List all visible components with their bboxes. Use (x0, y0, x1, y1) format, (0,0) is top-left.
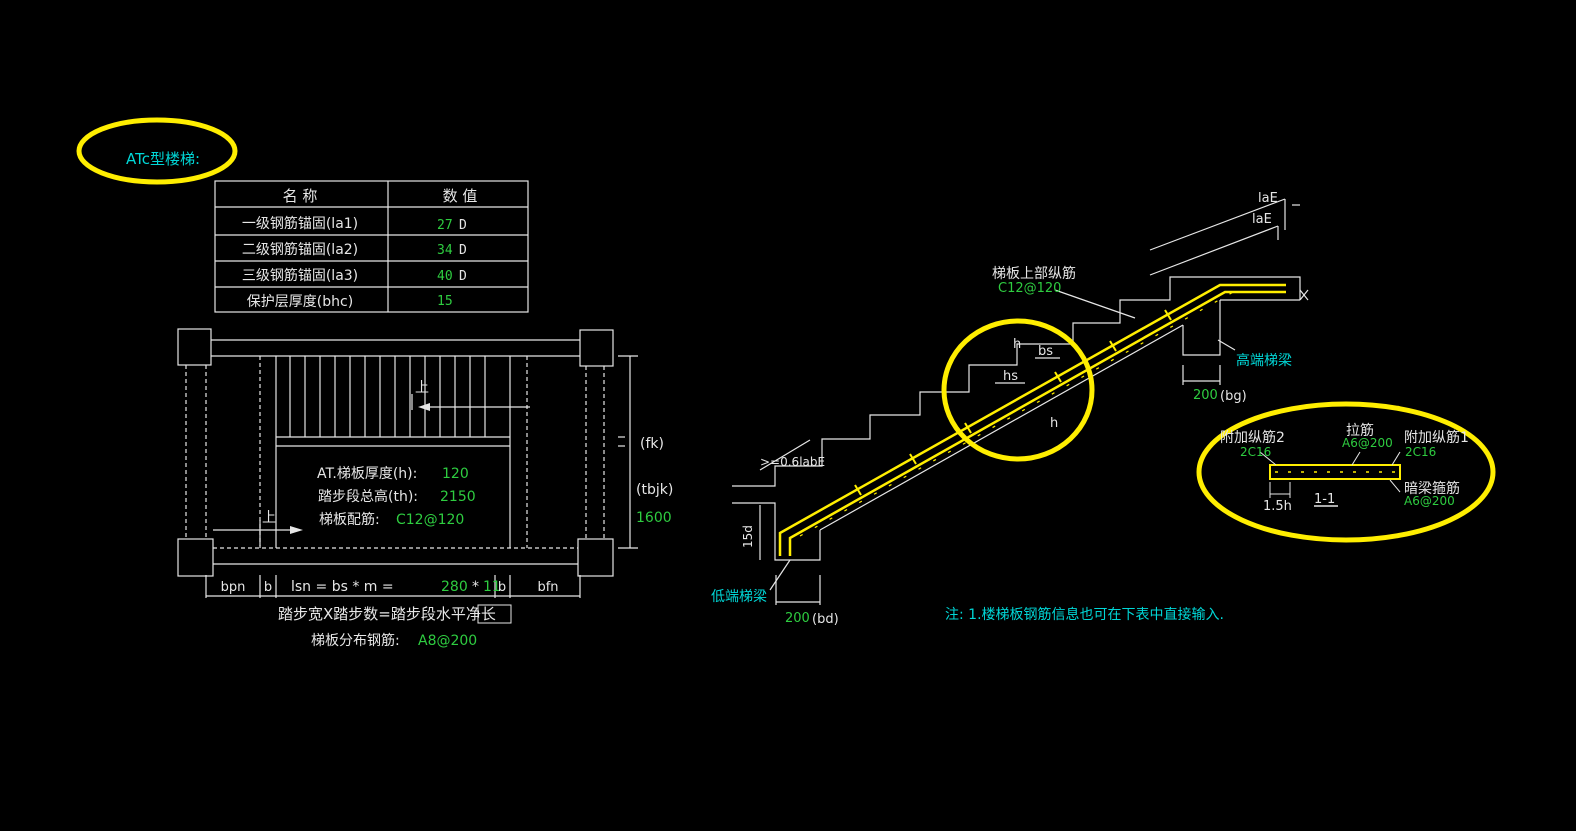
table-row-name: 一级钢筋锚固(la1) (242, 215, 358, 232)
hs-label: hs (1003, 369, 1018, 384)
distribution-label: 梯板分布钢筋: (311, 632, 400, 649)
arrow-right-icon (290, 526, 303, 534)
height-value[interactable]: 2150 (440, 489, 476, 505)
detail-highlight-ellipse (1196, 401, 1496, 543)
lae-label: laE (1252, 212, 1272, 227)
bs-value[interactable]: 280 (441, 579, 468, 595)
bfn-label: bfn (537, 580, 558, 595)
top-rebar-value[interactable]: C12@120 (998, 281, 1061, 296)
bpn-label: bpn (221, 580, 246, 595)
table-row-name: 三级钢筋锚固(la3) (242, 267, 358, 284)
table-row-name: 二级钢筋锚固(la2) (242, 241, 358, 258)
bg-value[interactable]: 200 (1193, 388, 1218, 403)
note-text: 注: 1.楼梯板钢筋信息也可在下表中直接输入. (945, 606, 1224, 623)
table-row-value[interactable]: 15 (437, 294, 453, 309)
rebar-value[interactable]: C12@120 (396, 512, 464, 528)
width-value[interactable]: 1600 (636, 510, 672, 526)
detail-section (1259, 451, 1401, 507)
m-value[interactable]: 11 (483, 579, 501, 595)
section-view (732, 198, 1309, 605)
lae-label: laE (1258, 191, 1278, 206)
formula-text: 踏步宽X踏步数=踏步段水平净长 (278, 605, 496, 623)
add-rebar2-value[interactable]: 2C16 (1240, 445, 1271, 459)
tie-label: 拉筋 (1346, 422, 1374, 439)
distribution-value[interactable]: A8@200 (418, 633, 477, 649)
bd-value[interactable]: 200 (785, 611, 810, 626)
low-beam-label: 低端梯梁 (711, 589, 767, 605)
thickness-label: AT.梯板厚度(h): (317, 466, 417, 482)
column (177, 328, 212, 366)
lsn-formula: lsn = bs * m = (291, 579, 394, 595)
table-header-value: 数 值 (443, 187, 478, 205)
table-row-unit: D (459, 218, 467, 233)
section-highlight-ellipse (941, 318, 1095, 462)
h-label: h (1050, 416, 1058, 431)
add-rebar2-label: 附加纵筋2 (1220, 429, 1285, 446)
add-rebar1-label: 附加纵筋1 (1404, 429, 1469, 446)
bd-label: (bd) (812, 612, 839, 627)
rebar-label: 梯板配筋: (319, 511, 380, 528)
arrow-left-icon (418, 403, 430, 411)
high-beam-label: 高端梯梁 (1236, 352, 1292, 369)
thickness-value[interactable]: 120 (442, 466, 469, 482)
plan-view (177, 328, 638, 598)
table-header-name: 名 称 (283, 187, 318, 205)
up-label: 上 (415, 380, 429, 396)
b-label: b (264, 580, 272, 595)
tie-value[interactable]: A6@200 (1342, 436, 1393, 450)
table-row-value[interactable]: 40 (437, 269, 453, 284)
fk-label: (fk) (640, 436, 664, 452)
section-mark: 1-1 (1314, 492, 1335, 507)
bg-label: (bg) (1220, 389, 1247, 404)
formula-cursor-box (477, 604, 512, 624)
table-row-value[interactable]: 27 (437, 218, 453, 233)
title-highlight-ellipse (76, 117, 238, 185)
column (177, 538, 214, 577)
b-label: b (498, 580, 506, 595)
height-label: 踏步段总高(th): (318, 488, 418, 505)
rebar-lines (778, 283, 1286, 556)
stair-type-title: ATc型楼梯: (126, 150, 200, 168)
table-row-unit: D (459, 243, 467, 258)
d15-label: 15d (741, 525, 755, 548)
stirrup-label: 暗梁箍筋 (1404, 480, 1460, 497)
times-sign: * (472, 579, 479, 595)
up-label: 上 (262, 510, 276, 526)
table-row-unit: D (459, 269, 467, 284)
dim-label: 1.5h (1263, 499, 1292, 514)
table-row-name: 保护层厚度(bhc) (247, 294, 353, 310)
parameters-table (214, 180, 529, 313)
table-row-value[interactable]: 34 (437, 243, 453, 258)
add-rebar1-value[interactable]: 2C16 (1405, 445, 1436, 459)
h-label: h (1013, 337, 1021, 352)
tbjk-label: (tbjk) (636, 482, 673, 498)
top-rebar-label: 梯板上部纵筋 (992, 265, 1076, 282)
lower-anchor-label: >=0.6labE (760, 455, 825, 469)
stirrup-value[interactable]: A6@200 (1404, 494, 1455, 508)
column (579, 329, 614, 367)
bs-label: bs (1038, 344, 1053, 359)
column (577, 538, 614, 577)
